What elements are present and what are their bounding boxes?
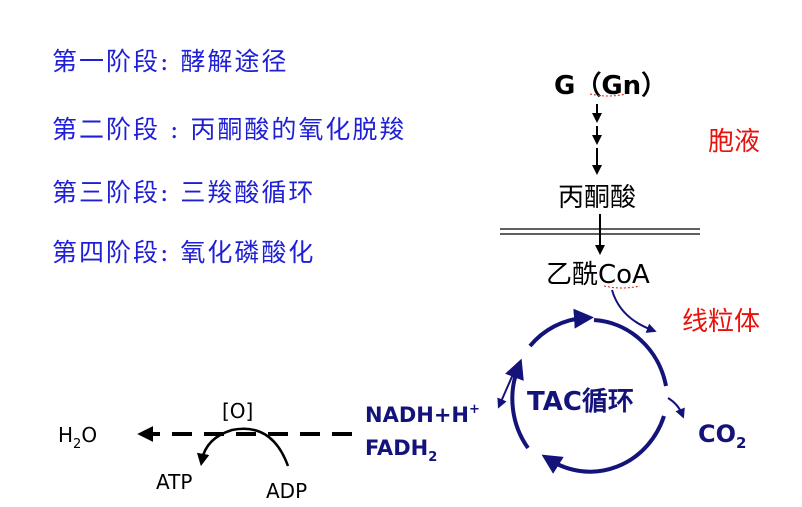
nadh-label: NADH+H+ (365, 402, 480, 427)
stage-4-label: 第四阶段: 氧化磷酸化 (52, 238, 316, 267)
acetyl-coa-underline (603, 285, 641, 289)
acetyl-coa-label: 乙酰CoA (546, 260, 650, 290)
mitochondria-label: 线粒体 (682, 307, 760, 337)
stage-3-label: 第三阶段: 三羧酸循环 (52, 178, 316, 207)
oxygen-label: [O] (222, 399, 253, 423)
glucose-underline (589, 93, 627, 97)
stage-1-label: 第一阶段: 酵解途径 (52, 47, 289, 76)
fadh2-label: FADH2 (365, 436, 437, 465)
pyruvate-label: 丙酮酸 (558, 183, 636, 213)
co2-release-arrow (667, 397, 685, 419)
acetylcoa-entry-arrow (611, 289, 657, 333)
glucose-label: G（Gn） (554, 71, 667, 101)
phosphorylation-arc (196, 427, 290, 467)
tac-cycle-segment-top-left (528, 308, 594, 348)
cytosol-label: 胞液 (708, 127, 760, 157)
tac-cycle-label: TAC循环 (527, 387, 634, 417)
tac-cycle-segment-top-right (593, 318, 668, 387)
tac-cycle-segment-left (505, 358, 530, 450)
tac-cycle-segment-bottom (541, 415, 666, 474)
water-label: H2O (58, 423, 97, 452)
cycle-output-arrow (497, 371, 515, 409)
stage-2-label: 第二阶段 : 丙酮酸的氧化脱羧 (52, 115, 407, 144)
co2-label: CO2 (698, 420, 746, 452)
atp-label: ATP (156, 470, 192, 494)
adp-label: ADP (266, 479, 307, 503)
